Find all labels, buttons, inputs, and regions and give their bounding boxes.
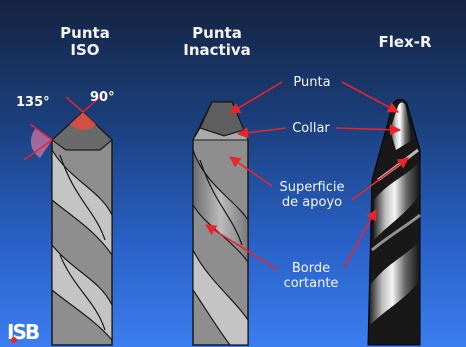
label-borde-line2: cortante: [278, 276, 344, 291]
iso-drill-illustration: [24, 97, 112, 345]
inactive-drill-illustration: [193, 102, 248, 345]
angle-135-label: 135°: [16, 95, 50, 110]
flex-r-drill-photo: [368, 100, 420, 346]
arrow-collar-left: [238, 128, 286, 134]
label-borde-cortante: Borde cortante: [278, 261, 344, 291]
angle-90-label: 90°: [90, 90, 115, 105]
label-superficie-line1: Superficie: [270, 180, 354, 195]
arrow-punta-left: [230, 82, 282, 113]
label-superficie: Superficie de apoyo: [270, 180, 354, 210]
isb-logo: ISB: [6, 318, 46, 344]
label-punta: Punta: [282, 75, 342, 90]
arrow-punta-right: [342, 82, 398, 112]
label-collar: Collar: [286, 121, 336, 136]
label-superficie-line2: de apoyo: [270, 195, 354, 210]
label-borde-line1: Borde: [278, 261, 344, 276]
